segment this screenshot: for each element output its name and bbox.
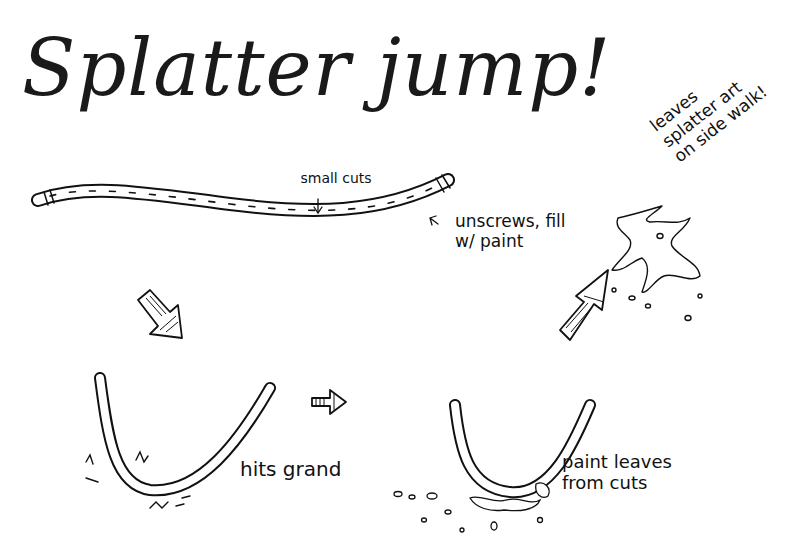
hollow-arrow [560,270,608,340]
note-label: paint leaves from cuts [562,452,712,493]
note-label: hits grand [240,458,360,481]
title: Splatter jump! [22,24,611,114]
note-label: leaves splatter art on side walk! [646,48,775,167]
splatter-art [612,206,702,321]
paint-splatter [394,483,549,532]
note-label: small cuts [300,170,372,186]
hollow-arrow [138,290,182,338]
hollow-arrow [312,390,346,414]
tube-drawing [86,378,270,508]
tube-drawing [38,175,450,225]
note-label: unscrews, fill w/ paint [455,212,575,251]
